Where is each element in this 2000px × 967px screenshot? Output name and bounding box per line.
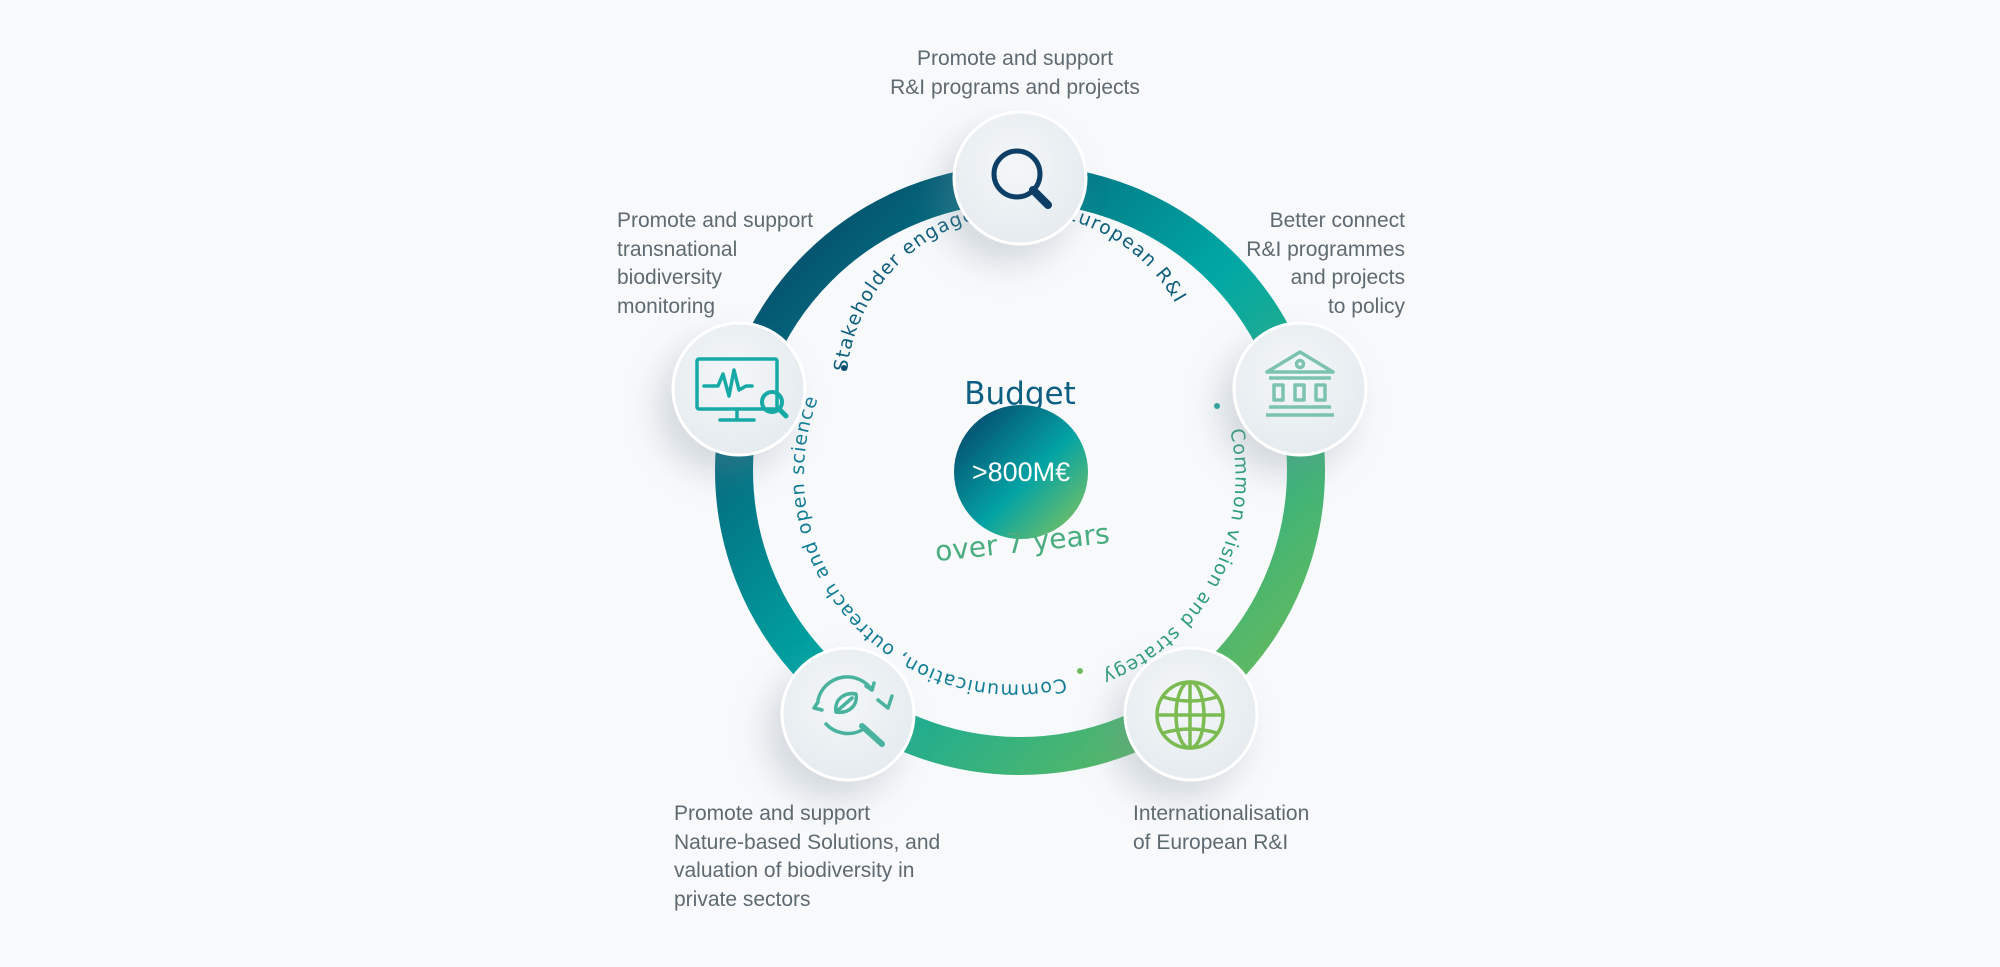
label-line: monitoring <box>617 294 716 318</box>
label-connect-to-policy: Better connect R&I programmes and projec… <box>1105 207 1405 321</box>
label-line: Promote and support <box>674 802 871 825</box>
budget-amount: >800M€ <box>972 457 1070 487</box>
node-bottom-right <box>1123 646 1259 782</box>
magnifier-icon <box>991 148 1052 209</box>
label-line: Internationalisation <box>1133 802 1310 825</box>
label-line: R&I programmes <box>1246 237 1405 261</box>
label-line: private sectors <box>674 887 811 911</box>
label-line: Nature-based Solutions, and <box>674 830 941 854</box>
node-left <box>671 321 807 457</box>
node-bottom-left <box>780 646 916 782</box>
separator-dot <box>1077 668 1083 674</box>
label-line: Promote and support <box>617 209 814 232</box>
separator-dot <box>1214 403 1220 409</box>
label-line: Better connect <box>1269 209 1405 232</box>
node-top <box>952 110 1088 246</box>
label-line: valuation of biodiversity in <box>674 859 915 882</box>
label-line: R&I programs and projects <box>890 75 1140 99</box>
label-line: and projects <box>1290 266 1405 289</box>
monitor-pulse-icon <box>695 357 789 422</box>
label-internationalisation: Internationalisation of European R&I <box>1133 800 1433 857</box>
label-line: biodiversity <box>617 266 723 289</box>
label-biodiversity-monitoring: Promote and support transnational biodiv… <box>617 207 877 321</box>
label-rni-programs: Promote and support R&I programs and pro… <box>870 45 1160 102</box>
globe-icon <box>1155 680 1225 750</box>
label-nature-based-solutions: Promote and support Nature-based Solutio… <box>674 800 1034 914</box>
separator-dot <box>841 365 847 371</box>
label-line: to policy <box>1327 294 1405 318</box>
budget-core <box>954 405 1088 539</box>
label-line: transnational <box>617 237 738 261</box>
label-line: of European R&I <box>1133 830 1289 854</box>
label-line: Promote and support <box>916 47 1114 70</box>
node-right <box>1232 321 1368 457</box>
nature-search-icon <box>812 675 894 747</box>
institution-building-icon <box>1265 350 1335 417</box>
